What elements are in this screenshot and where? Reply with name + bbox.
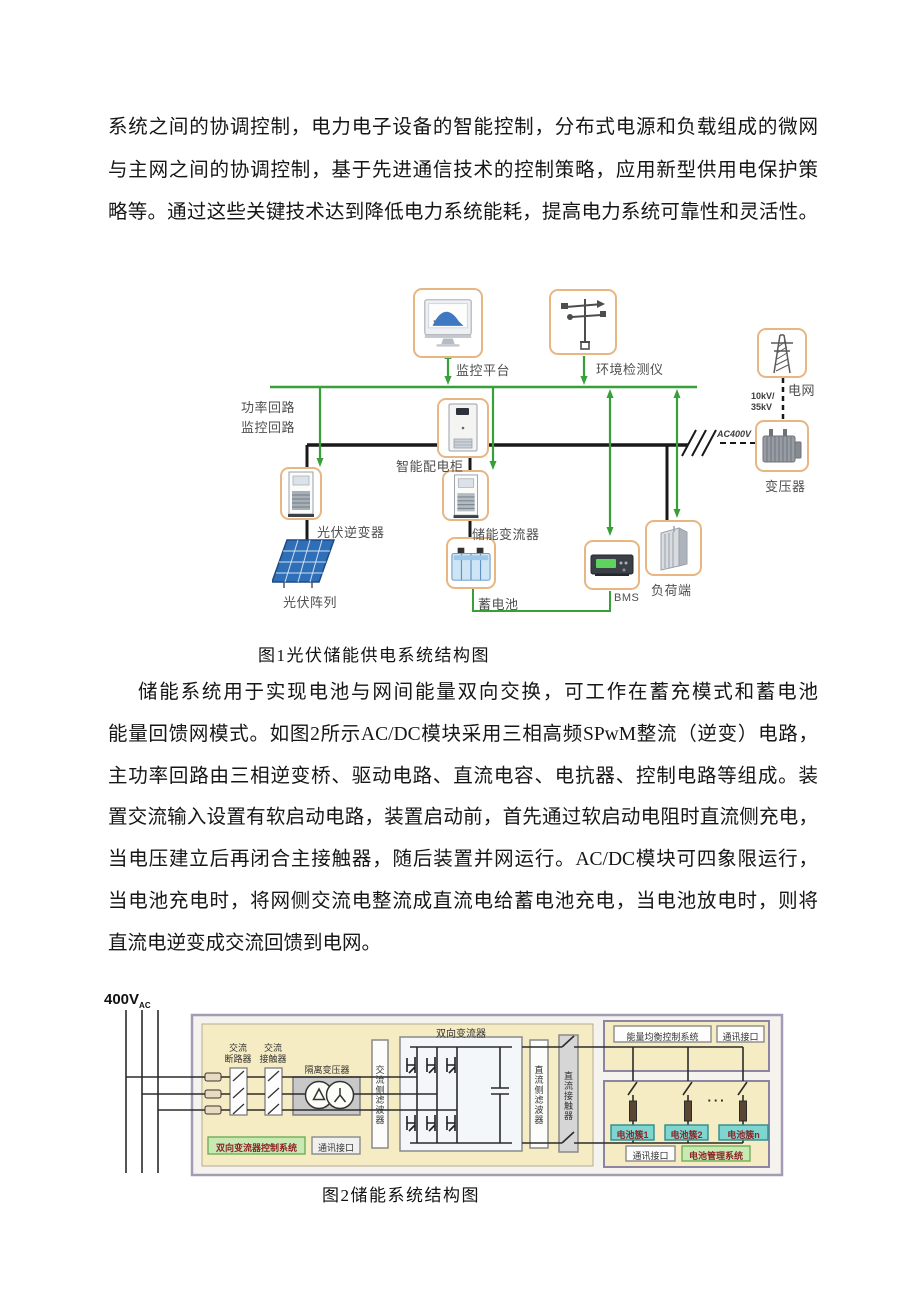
storage-converter-label: 储能变流器: [472, 527, 540, 542]
transformer-icon: [762, 429, 802, 463]
building-icon: [660, 526, 687, 571]
monitor-platform-label: 监控平台: [456, 363, 511, 378]
env-detector-label: 环境检测仪: [596, 362, 664, 377]
power-loop-label: 功率回路: [241, 400, 296, 415]
pv-inverter-node: [280, 467, 322, 520]
dc-contactor-label: 直流接触器: [563, 1070, 573, 1121]
smart-cabinet-node: [437, 398, 489, 458]
load-label: 负荷端: [651, 583, 692, 598]
inverter-cabinet-icon: [288, 471, 314, 517]
paragraph-line: 与主网之间的协调控制，基于先进通信技术的控制策略，应用新型供用电保护策: [108, 159, 818, 181]
grid-node: [757, 328, 807, 378]
ac-filter-label: 交流侧滤波器: [374, 1065, 385, 1125]
monitor-platform-node: [413, 288, 483, 358]
isolation-transformer-label: 隔离变压器: [304, 1065, 350, 1075]
paragraph-line: 略等。通过这些关键技术达到降低电力系统能耗，提高电力系统可靠性和灵活性。: [108, 202, 818, 223]
battery-cluster-1-label: 电池簇1: [616, 1130, 649, 1140]
paragraph-2: 储能系统用于实现电池与网间能量双向交换，可工作在蓄充模式和蓄电池 能量回馈网模式…: [108, 672, 818, 965]
comm-interface-bottom-label: 通讯接口: [632, 1151, 669, 1161]
paragraph-line: 主功率回路由三相逆变桥、驱动电路、直流电容、电抗器、控制电路等组成。装: [108, 765, 818, 787]
battery-cluster-2-label: 电池簇2: [670, 1130, 703, 1140]
smart-cabinet-label: 智能配电柜: [396, 459, 464, 474]
ac-voltage-label: AC400V: [717, 429, 752, 439]
ac-breaker-label: 交流 断路器: [218, 1043, 258, 1064]
monitor-icon: [424, 299, 472, 347]
voltage-value: 400V: [104, 991, 140, 1008]
ellipsis-label: ···: [707, 1093, 727, 1108]
battery-node: [446, 537, 496, 589]
battery-label: 蓄电池: [478, 597, 519, 612]
paragraph-line: 当电池充电时，将网侧交流电整流成直流电给蓄电池充电，当电池放电时，则将: [108, 890, 818, 912]
paragraph-line: 直流电逆变成交流回馈到电网。: [108, 932, 382, 954]
grid-voltage-label-2: 35kV: [751, 402, 773, 412]
bms-device-icon: [590, 554, 634, 576]
monitor-loop-label: 监控回路: [241, 420, 296, 435]
ac-contactor-label: 交流 接触器: [253, 1043, 293, 1064]
battery-cluster-n-label: 电池簇n: [727, 1130, 760, 1140]
ac-breaker-label-line2: 断路器: [224, 1053, 252, 1064]
converter-control-system-label: 双向变流器控制系统: [215, 1143, 297, 1153]
transmission-tower-icon: [771, 334, 793, 374]
solar-panel-icon: [270, 539, 336, 588]
figure1-pv-storage-system-diagram: 监控平台 环境检测仪 电网 10kV/ 35kV AC400V 变压器 功率回路…: [230, 280, 830, 625]
pv-array-node: [270, 538, 336, 590]
energy-balance-system-label: 能量均衡控制系统: [626, 1032, 699, 1042]
bms-node: [584, 540, 640, 590]
bidirectional-converter-label: 双向变流器: [436, 1029, 486, 1040]
paragraph-line: 储能系统用于实现电池与网间能量双向交换，可工作在蓄充模式和蓄电池: [138, 682, 818, 703]
paragraph-1: 系统之间的协调控制，电力电子设备的智能控制，分布式电源和负载组成的微网 与主网之…: [108, 107, 818, 235]
dc-filter-label: 直流侧滤波器: [533, 1065, 544, 1125]
load-node: [645, 520, 702, 576]
ac-contactor-label-line2: 接触器: [259, 1053, 287, 1064]
figure2-storage-system-diagram: 400VAC 交流 断路器 交流 接触器 隔离变压器 交流侧滤波器 双向变流器 …: [100, 985, 820, 1210]
figure1-caption: 图1光伏储能供电系统结构图: [258, 646, 490, 665]
battery-mgmt-system-label: 电池管理系统: [688, 1151, 743, 1161]
transformer-label: 变压器: [765, 479, 806, 494]
pv-array-label: 光伏阵列: [283, 595, 338, 610]
converter-cabinet-icon: [453, 473, 478, 518]
ac-source-voltage-label: 400VAC: [104, 991, 151, 1010]
bms-label: BMS: [614, 592, 640, 604]
comm-interface-left-label: 通讯接口: [317, 1143, 354, 1153]
paragraph-line: 当电压建立后再闭合主接触器，随后装置并网运行。AC/DC模块可四象限运行，: [108, 849, 818, 871]
battery-icon: [451, 547, 491, 581]
pv-inverter-label: 光伏逆变器: [317, 525, 385, 540]
weather-station-icon: [561, 299, 606, 350]
figure1-wiring: [270, 350, 785, 612]
distribution-cabinet-icon: [448, 403, 478, 452]
paragraph-line: 能量回馈网模式。如图2所示AC/DC模块采用三相高频SPwM整流（逆变）电路，: [108, 723, 818, 745]
comm-interface-top-label: 通讯接口: [722, 1032, 759, 1042]
ac-contactor-label-line1: 交流: [263, 1043, 282, 1053]
env-detector-node: [549, 289, 617, 355]
figure2-circuit: [125, 1010, 784, 1177]
voltage-subscript: AC: [139, 1001, 151, 1010]
transformer-node: [755, 420, 809, 472]
paragraph-line: 置交流输入设置有软启动电路，装置启动前，首先通过软启动电阻时直流侧充电，: [108, 807, 818, 829]
grid-label: 电网: [788, 383, 816, 398]
ac-breaker-label-line1: 交流: [228, 1043, 247, 1053]
grid-voltage-label-1: 10kV/: [751, 391, 775, 401]
paragraph-line: 系统之间的协调控制，电力电子设备的智能控制，分布式电源和负载组成的微网: [108, 117, 818, 138]
storage-converter-node: [442, 470, 489, 521]
figure2-caption: 图2储能系统结构图: [322, 1186, 480, 1205]
